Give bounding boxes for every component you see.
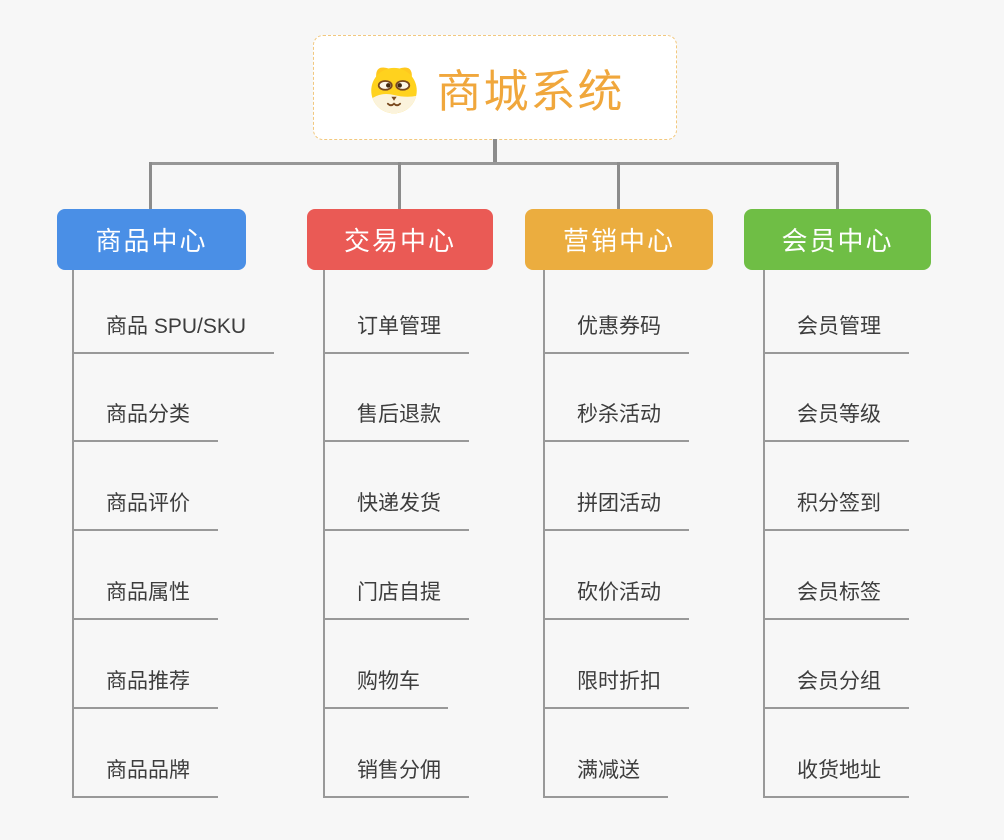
leaf-node[interactable]: 秒杀活动 (543, 400, 689, 442)
leaf-node[interactable]: 会员等级 (763, 400, 909, 442)
branch-node-member-center[interactable]: 会员中心 (744, 209, 931, 270)
leaf-node[interactable]: 商品 SPU/SKU (72, 312, 275, 354)
branch-node-product-center[interactable]: 商品中心 (57, 209, 246, 270)
leaf-node[interactable]: 商品推荐 (72, 667, 218, 709)
leaf-node[interactable]: 商品评价 (72, 489, 218, 531)
connector-drop (398, 162, 401, 209)
branch-connector-line (763, 270, 765, 798)
leaf-node[interactable]: 门店自提 (323, 578, 469, 620)
leaf-node[interactable]: 会员管理 (763, 312, 909, 354)
leaf-node[interactable]: 砍价活动 (543, 578, 689, 620)
branch-connector-line (72, 270, 74, 798)
root-node-mall-system[interactable]: 商城系统 (313, 35, 677, 140)
leaf-node[interactable]: 会员标签 (763, 578, 909, 620)
leaf-node[interactable]: 满减送 (543, 756, 668, 798)
leaf-node[interactable]: 商品品牌 (72, 756, 218, 798)
dog-face-icon (371, 66, 418, 113)
leaf-node[interactable]: 收货地址 (763, 756, 909, 798)
connector-drop (836, 162, 839, 209)
leaf-node[interactable]: 购物车 (323, 667, 448, 709)
leaf-node[interactable]: 优惠券码 (543, 312, 689, 354)
root-title: 商城系统 (436, 66, 625, 117)
leaf-node[interactable]: 拼团活动 (543, 489, 689, 531)
leaf-node[interactable]: 限时折扣 (543, 667, 689, 709)
branch-node-marketing-center[interactable]: 营销中心 (525, 209, 713, 270)
branch-connector-line (543, 270, 545, 798)
connector-horizontal (149, 162, 839, 165)
leaf-node[interactable]: 销售分佣 (323, 756, 469, 798)
leaf-node[interactable]: 售后退款 (323, 400, 469, 442)
leaf-node[interactable]: 商品分类 (72, 400, 218, 442)
leaf-node[interactable]: 商品属性 (72, 578, 218, 620)
branch-connector-line (323, 270, 325, 798)
leaf-node[interactable]: 会员分组 (763, 667, 909, 709)
leaf-node[interactable]: 快递发货 (323, 489, 469, 531)
leaf-node[interactable]: 积分签到 (763, 489, 909, 531)
connector-drop (149, 162, 152, 209)
branch-node-trade-center[interactable]: 交易中心 (307, 209, 493, 270)
connector-root-stub (493, 139, 497, 163)
connector-drop (617, 162, 620, 209)
leaf-node[interactable]: 订单管理 (323, 312, 469, 354)
